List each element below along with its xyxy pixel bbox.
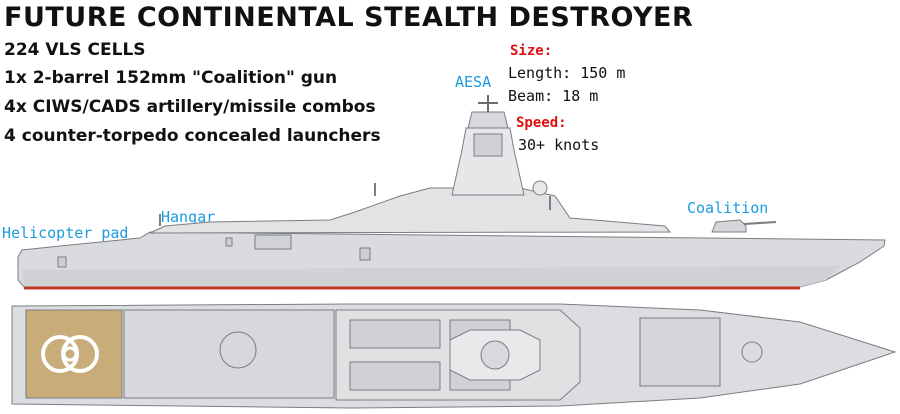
side-profile [17, 95, 886, 290]
top-view [11, 303, 897, 409]
spec-ciws: 4x CIWS/CADS artillery/missile combos [4, 97, 376, 117]
coalition-turret [711, 219, 747, 233]
callout-hangar: Hangar [161, 208, 216, 226]
mast-tower [451, 127, 525, 196]
hull-lower-shade [22, 266, 840, 287]
callout-aesa: AESA [455, 73, 492, 91]
hangar-hatch [219, 331, 257, 369]
radome [532, 180, 548, 196]
hull-door-3 [225, 237, 233, 247]
superstructure [149, 187, 672, 234]
speed-heading: Speed: [516, 115, 567, 131]
callout-helicopter-pad: Helicopter pad [2, 224, 129, 242]
deck-hatch-fwd [741, 341, 763, 363]
helipad [25, 309, 123, 399]
size-beam: Beam: 18 m [508, 87, 599, 105]
spec-gun: 1x 2-barrel 152mm "Coalition" gun [4, 68, 338, 88]
mast-top [467, 111, 509, 129]
callout-coalition: Coalition [687, 199, 769, 217]
launcher-block-1 [349, 319, 441, 349]
spec-torpedo: 4 counter-torpedo concealed launchers [4, 126, 381, 146]
helipad-ring-center [62, 346, 78, 362]
gun-barrel [743, 221, 777, 225]
speed-value: 30+ knots [518, 136, 600, 154]
launcher-block-2 [349, 361, 441, 391]
size-length: Length: 150 m [508, 64, 626, 82]
size-heading: Size: [510, 43, 553, 59]
mast-top-circle [480, 340, 510, 370]
vls-block-fwd [639, 317, 721, 387]
aesa-panel [473, 133, 503, 157]
hangar-door [254, 234, 292, 250]
diagram-title: FUTURE CONTINENTAL STEALTH DESTROYER [4, 2, 694, 33]
hull-door-1 [359, 247, 371, 261]
spec-vls-cells: 224 VLS CELLS [4, 40, 146, 60]
hull-door-2 [57, 256, 67, 268]
hangar-roof [123, 309, 335, 399]
